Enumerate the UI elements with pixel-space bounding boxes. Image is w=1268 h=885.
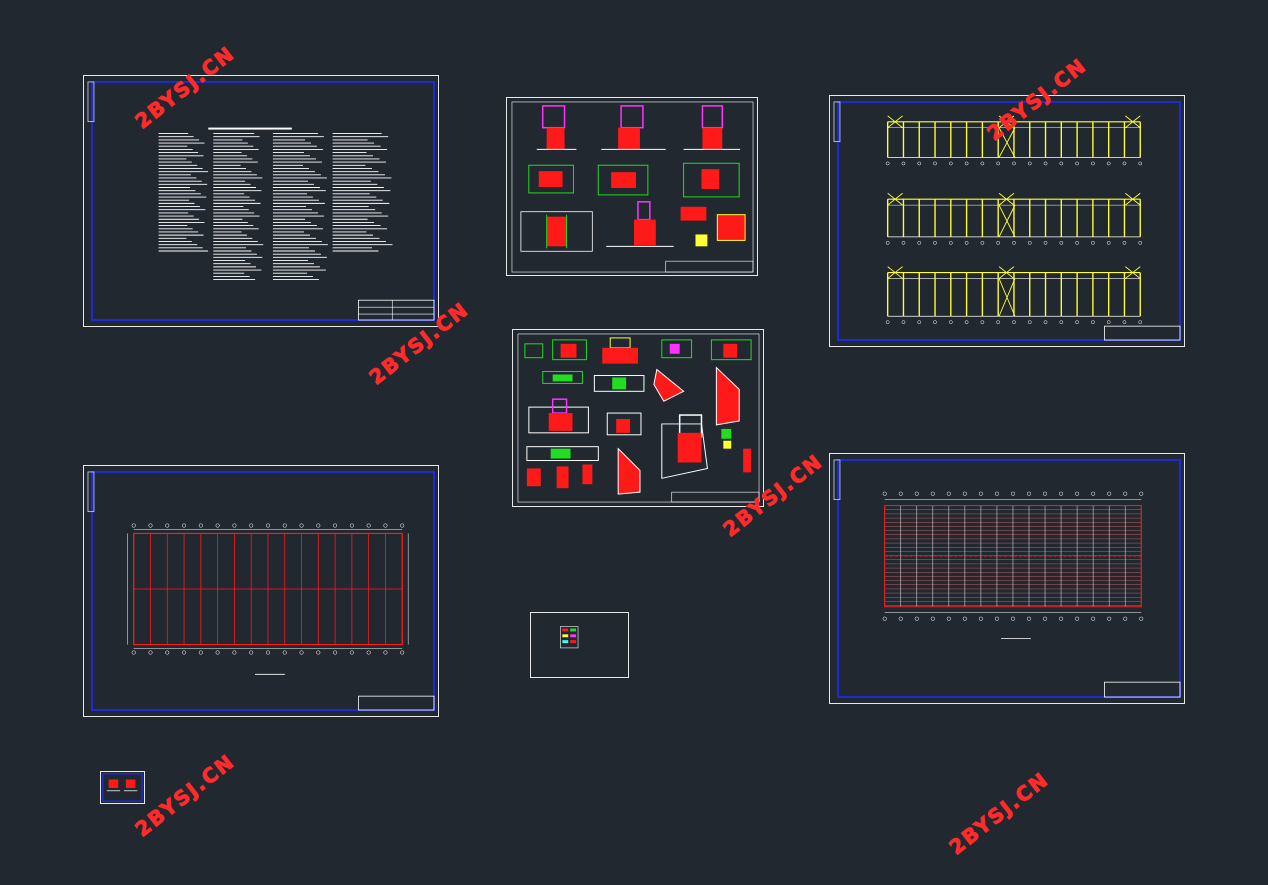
foundation-details-sheet-2[interactable] [512, 329, 764, 507]
foundation-details-sheet-1[interactable] [506, 97, 758, 276]
detail-bottom-row [520, 201, 746, 252]
small-detail-drawing [102, 773, 143, 802]
foundation-details-drawing-1 [511, 101, 754, 273]
elevations-drawing [833, 100, 1182, 342]
small-detail-sheet[interactable] [100, 771, 145, 804]
foundation-details-drawing-2 [517, 333, 760, 503]
roof-purlin-plan-sheet[interactable] [829, 453, 1185, 704]
design-notes-sheet[interactable] [83, 75, 439, 327]
watermark: 2BYSJ.CN [130, 749, 240, 842]
pier-elevation-row [536, 105, 741, 150]
design-notes-drawing [87, 80, 436, 322]
column-layout-plan-drawing [87, 470, 436, 712]
legend-sheet[interactable] [530, 612, 629, 678]
pier-plan-row [528, 162, 740, 198]
watermark: 2BYSJ.CN [944, 767, 1054, 860]
roof-purlin-plan-drawing [833, 458, 1182, 699]
elevations-sheet[interactable] [829, 95, 1185, 347]
legend-drawing [560, 626, 579, 649]
column-layout-plan-sheet[interactable] [83, 465, 439, 717]
